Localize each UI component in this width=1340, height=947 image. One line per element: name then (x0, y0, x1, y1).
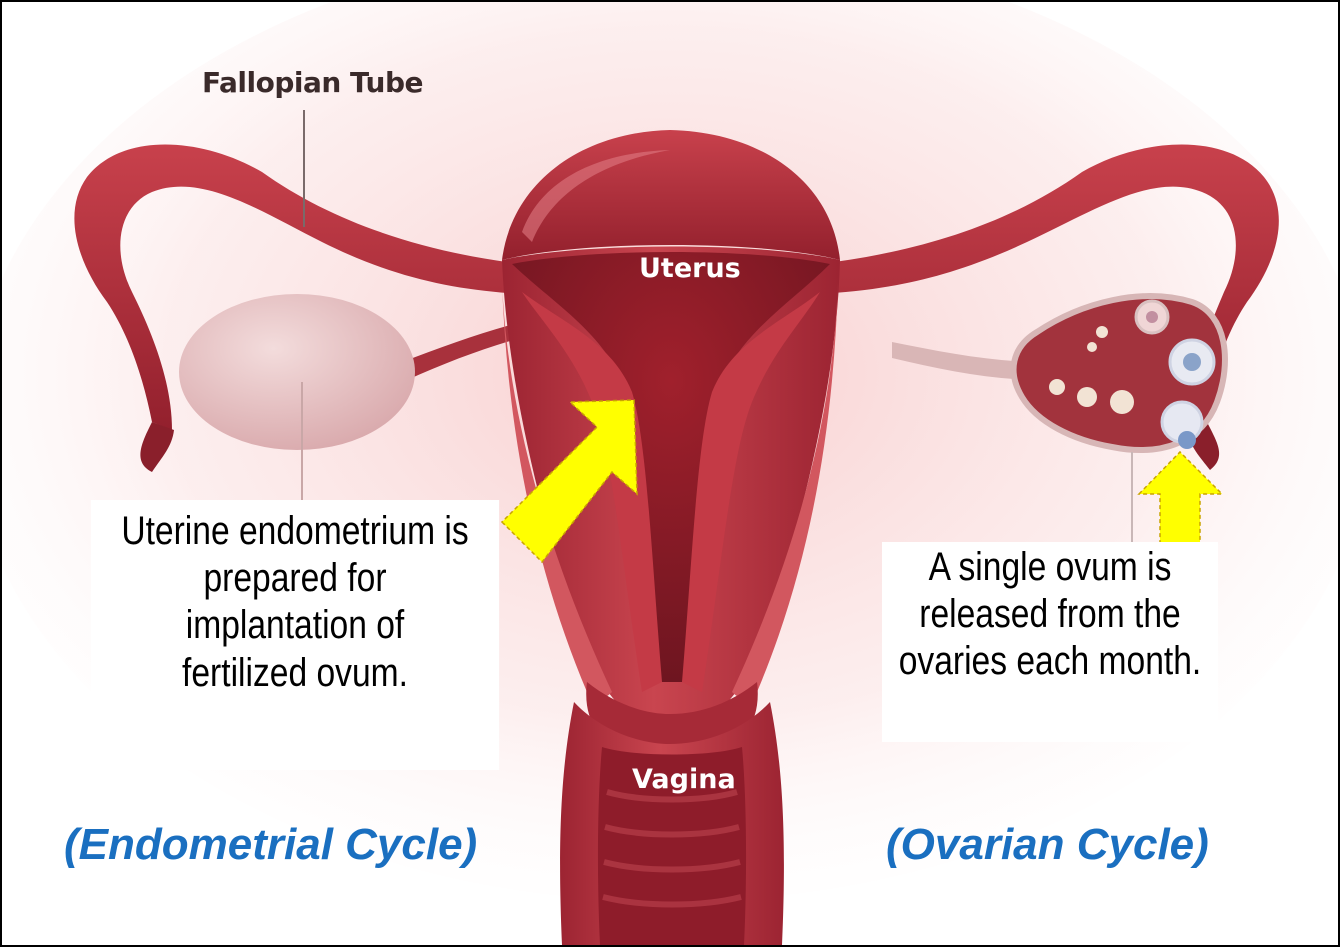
label-fallopian-tube: Fallopian Tube (202, 66, 423, 99)
endometrium-callout: Uterine endometrium is prepared for impl… (91, 500, 499, 770)
callout-line: fertilized ovum. (91, 650, 499, 697)
label-uterus: Uterus (639, 253, 741, 284)
follicle (1110, 390, 1134, 414)
ovarian-cycle-title: (Ovarian Cycle) (886, 820, 1209, 870)
callout-line: released from the (882, 591, 1218, 638)
follicle (1096, 326, 1108, 338)
follicle (1077, 387, 1097, 407)
callout-line: A single ovum is (882, 544, 1218, 591)
callout-line: Uterine endometrium is (91, 508, 499, 555)
left-ovary (179, 294, 415, 450)
follicle (1049, 379, 1065, 395)
ovum-released (1178, 431, 1196, 449)
callout-line: prepared for (91, 555, 499, 602)
follicle (1183, 353, 1201, 371)
follicle (1087, 342, 1097, 352)
endometrial-cycle-title: (Endometrial Cycle) (64, 820, 477, 870)
ovum-callout: A single ovum is released from the ovari… (882, 542, 1218, 742)
callout-line: implantation of (91, 602, 499, 649)
callout-line: ovaries each month. (882, 638, 1218, 685)
follicle (1146, 311, 1158, 323)
label-vagina: Vagina (632, 764, 736, 795)
